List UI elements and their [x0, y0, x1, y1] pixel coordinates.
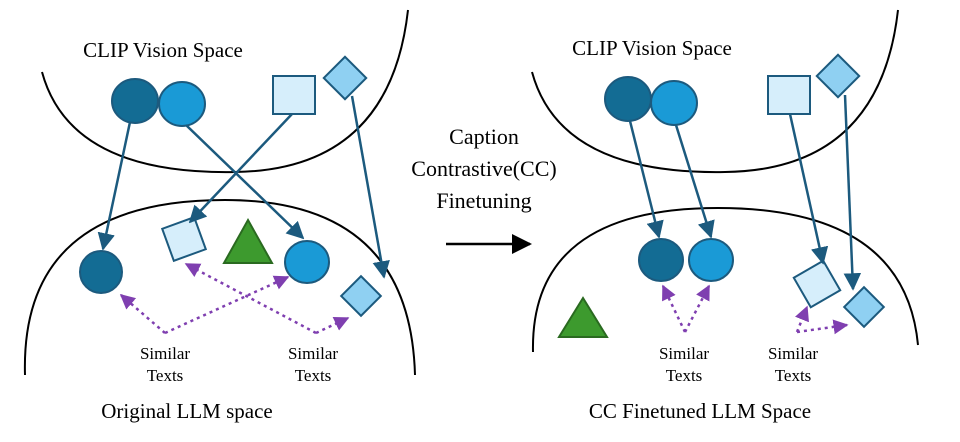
left-arrow-square	[188, 113, 293, 224]
caption-line-3: Finetuning	[436, 188, 531, 213]
left-similar-texts-1-line-1: Similar	[140, 344, 190, 363]
right-clip-space-boundary	[531, 9, 899, 174]
right-llm-square	[792, 259, 842, 309]
left-similar-texts-1-line-2: Texts	[147, 366, 184, 385]
right-llm-space-boundary	[531, 206, 919, 353]
right-dotted-to-dark-circle	[661, 284, 687, 333]
left-arrow-diamond	[350, 95, 390, 279]
right-similar-texts-2-line-1: Similar	[768, 344, 818, 363]
caption-line-2: Contrastive(CC)	[411, 156, 556, 181]
middle-transition: Caption Contrastive(CC) Finetuning	[411, 124, 557, 254]
right-clip-mid-circle	[650, 80, 698, 126]
right-arrow-dark	[628, 120, 664, 239]
right-arrow-diamond	[843, 94, 862, 291]
left-similar-texts-2-line-1: Similar	[288, 344, 338, 363]
left-dotted-to-dark-circle	[119, 294, 166, 334]
right-similar-texts-2-line-2: Texts	[775, 366, 812, 385]
right-similar-texts-1-line-2: Texts	[666, 366, 703, 385]
left-panel: CLIP Vision Space Original LLM space Sim…	[23, 9, 416, 423]
right-dotted-to-square	[795, 305, 809, 333]
left-llm-mid-circle	[284, 240, 330, 284]
right-llm-triangle	[557, 296, 609, 338]
left-arrow-dark	[97, 121, 132, 251]
right-dotted-to-mid-circle	[683, 284, 711, 333]
right-arrow-mid	[674, 124, 715, 239]
left-clip-square	[272, 75, 316, 115]
right-panel: CLIP Vision Space CC Finetuned LLM Space…	[531, 9, 919, 423]
left-llm-dark-circle	[79, 250, 123, 294]
left-clip-mid-circle	[158, 81, 206, 127]
left-llm-square	[160, 215, 208, 263]
right-dotted-to-diamond	[796, 319, 849, 335]
left-arrow-mid	[185, 124, 305, 240]
left-similar-texts-2-line-2: Texts	[295, 366, 332, 385]
left-clip-diamond	[322, 55, 368, 101]
left-clip-label: CLIP Vision Space	[83, 38, 243, 62]
left-dotted-to-diamond	[315, 316, 350, 335]
right-clip-dark-circle	[604, 76, 652, 122]
right-llm-mid-circle	[688, 238, 734, 282]
left-llm-space-boundary	[23, 198, 416, 376]
right-llm-diamond	[842, 285, 886, 329]
left-llm-diamond	[339, 274, 383, 318]
right-llm-label: CC Finetuned LLM Space	[589, 399, 811, 423]
left-llm-triangle	[222, 217, 274, 264]
right-similar-texts-1-line-1: Similar	[659, 344, 709, 363]
right-clip-diamond	[815, 53, 861, 99]
right-llm-dark-circle	[638, 238, 684, 282]
left-dotted-to-mid-circle	[164, 275, 290, 335]
left-clip-dark-circle	[111, 78, 159, 124]
right-arrow-square	[788, 113, 829, 265]
left-llm-label: Original LLM space	[101, 399, 272, 423]
right-clip-square	[767, 75, 811, 115]
right-clip-label: CLIP Vision Space	[572, 36, 732, 60]
caption-line-1: Caption	[449, 124, 519, 149]
